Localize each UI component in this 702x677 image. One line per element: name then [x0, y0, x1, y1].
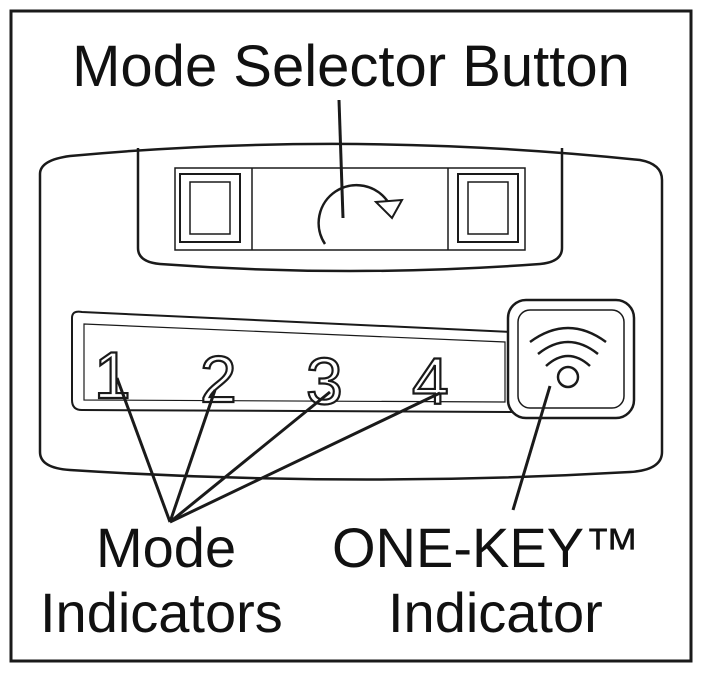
mode-indicators-label-line2: Indicators	[40, 581, 283, 644]
one-key-label-line1: ONE-KEY™	[332, 516, 641, 579]
mode-indicator-4: 4	[412, 344, 449, 418]
mode-indicator-strip-inner	[83, 323, 506, 403]
mode-selector-callout-line	[337, 99, 345, 219]
button-center-bar	[174, 167, 526, 251]
mode-selector-title: Mode Selector Button	[72, 34, 630, 99]
one-key-callout-line	[511, 385, 552, 511]
button-right-pad	[457, 173, 519, 243]
one-key-indicator-frame-inner	[517, 309, 625, 409]
one-key-label-line2: Indicator	[388, 581, 603, 644]
outer-border	[9, 9, 693, 663]
mode-indicator-callout-lines	[115, 377, 441, 524]
button-left-pad-inner	[189, 181, 231, 235]
mode-indicators-label-line1: Mode	[96, 516, 237, 579]
button-right-pad-inner	[467, 181, 509, 235]
device-panel	[38, 142, 664, 481]
rotate-arrow-icon	[317, 183, 404, 245]
button-left-pad	[179, 173, 241, 243]
one-key-indicator-frame	[506, 298, 636, 420]
mode-selector-button[interactable]	[136, 148, 564, 273]
mode-indicator-2: 2	[200, 342, 237, 416]
wifi-signal-icon	[529, 326, 607, 389]
